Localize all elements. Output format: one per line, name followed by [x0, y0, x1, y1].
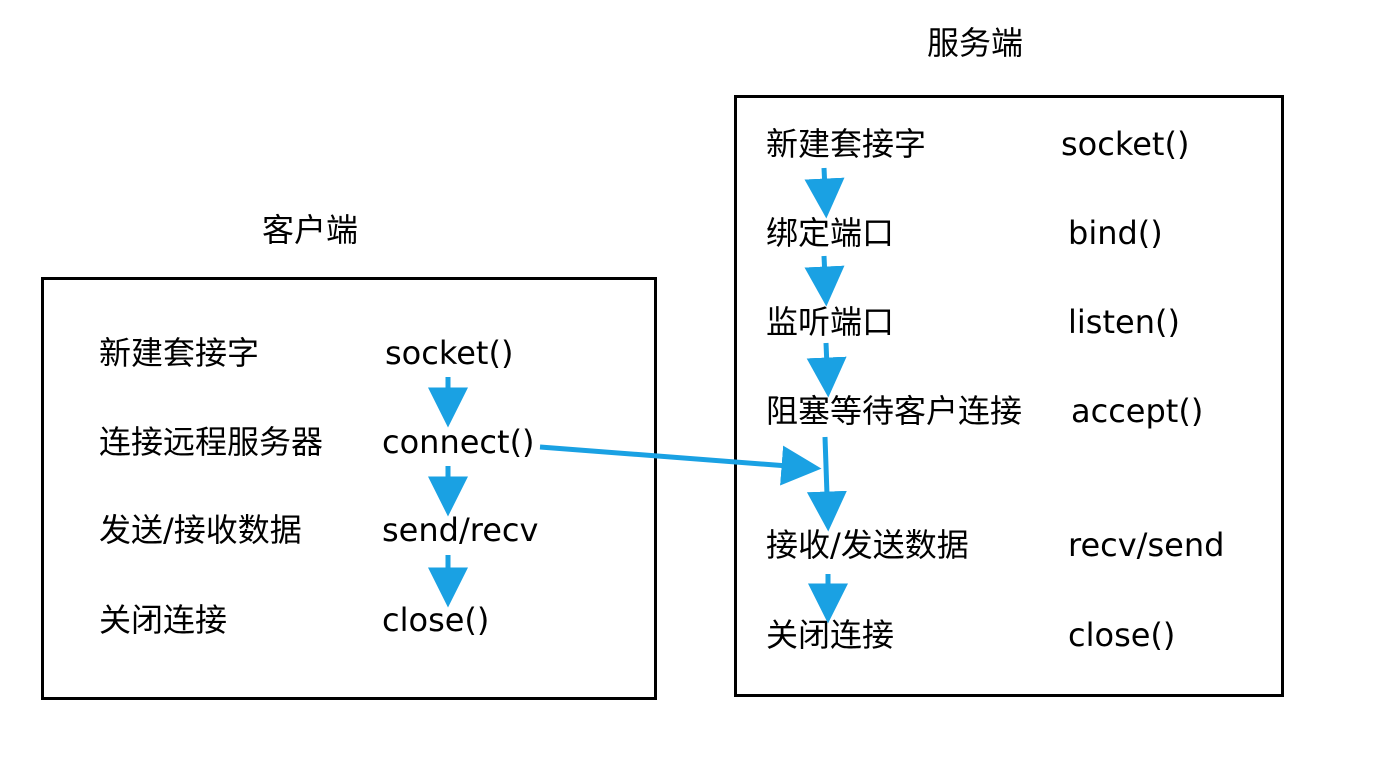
server-title: 服务端	[927, 24, 1024, 62]
server-step-4-label: 阻塞等待客户连接	[766, 392, 1023, 430]
client-step-4-label: 关闭连接	[99, 601, 228, 639]
server-step-6-code: close()	[1068, 616, 1176, 654]
client-step-2-label: 连接远程服务器	[99, 423, 324, 461]
server-step-2-label: 绑定端口	[766, 214, 895, 252]
server-step-5-code: recv/send	[1068, 526, 1225, 564]
server-step-3-label: 监听端口	[766, 303, 895, 341]
client-step-1-code: socket()	[385, 334, 514, 372]
server-step-1-label: 新建套接字	[766, 125, 927, 163]
server-step-6-label: 关闭连接	[766, 616, 895, 654]
client-step-1-label: 新建套接字	[99, 334, 260, 372]
server-step-1-code: socket()	[1061, 125, 1190, 163]
server-step-2-code: bind()	[1068, 214, 1163, 252]
server-step-4-code: accept()	[1071, 392, 1204, 430]
client-step-2-code: connect()	[382, 423, 535, 461]
client-step-3-label: 发送/接收数据	[99, 511, 302, 549]
server-step-5-label: 接收/发送数据	[766, 526, 969, 564]
client-box	[41, 277, 657, 700]
client-title: 客户端	[262, 211, 359, 249]
client-step-4-code: close()	[382, 601, 490, 639]
client-step-3-code: send/recv	[382, 511, 539, 549]
server-step-3-code: listen()	[1068, 303, 1180, 341]
